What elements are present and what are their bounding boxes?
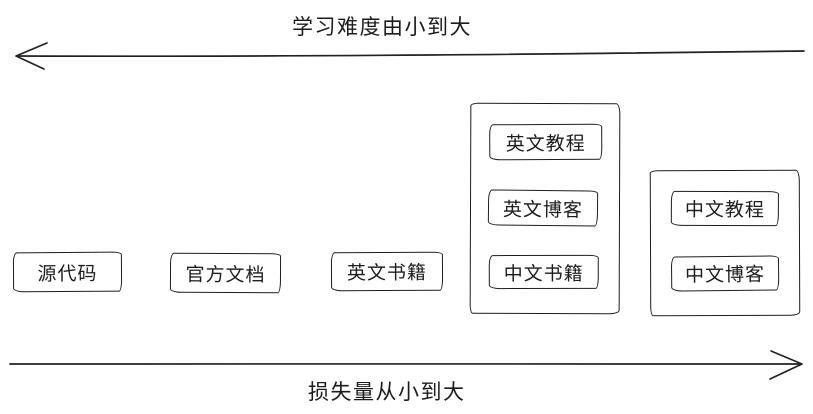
node-source-code: 源代码	[12, 251, 123, 293]
node-english-books-label: 英文书籍	[346, 262, 428, 285]
node-official-docs-label: 官方文档	[185, 264, 266, 286]
node-english-tutorials: 英文教程	[489, 123, 603, 161]
node-chinese-blogs-label: 中文博客	[685, 264, 766, 287]
node-english-blogs-label: 英文博客	[502, 199, 584, 221]
node-chinese-tutorials: 中文教程	[670, 190, 779, 227]
node-english-books: 英文书籍	[330, 251, 444, 292]
node-source-code-label: 源代码	[37, 263, 98, 285]
group-box-english-mixed: 英文教程 英文博客 中文书籍	[469, 102, 621, 315]
bottom-axis-label: 损失量从小到大	[308, 381, 466, 404]
node-english-tutorials-label: 英文教程	[505, 133, 586, 155]
right-arrow-icon	[9, 350, 803, 380]
node-chinese-books-label: 中文书籍	[503, 263, 584, 285]
node-official-docs: 官方文档	[169, 252, 282, 294]
node-chinese-tutorials-label: 中文教程	[684, 199, 765, 222]
left-arrow-icon	[15, 42, 805, 70]
node-chinese-books: 中文书籍	[488, 254, 599, 290]
group-box-chinese: 中文教程 中文博客	[649, 169, 801, 317]
node-chinese-blogs: 中文博客	[670, 255, 780, 292]
top-axis-label: 学习难度由小到大	[292, 16, 472, 39]
node-english-blogs: 英文博客	[487, 189, 599, 227]
